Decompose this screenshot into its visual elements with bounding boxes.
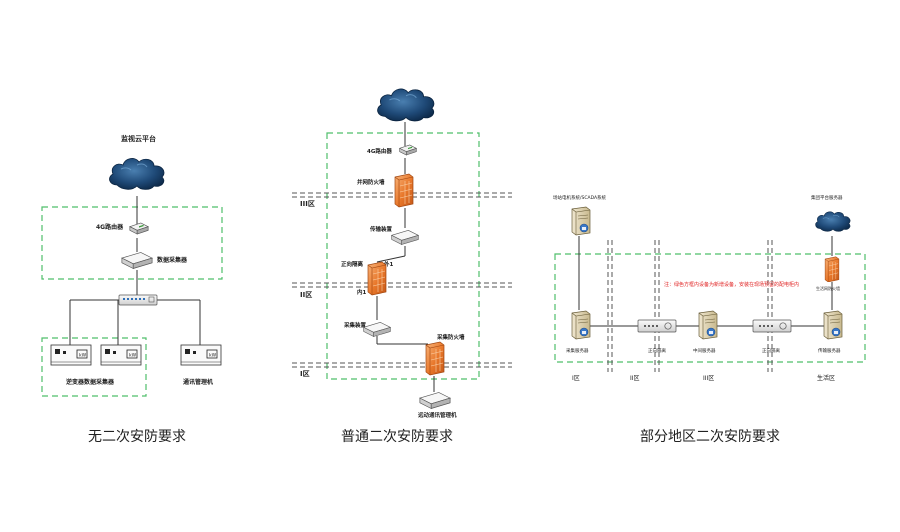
comm-manager-icon [180,344,222,366]
new-equipment-box [554,253,866,363]
acq-firewall-icon [425,341,445,376]
isolation-firewall-icon [367,261,387,296]
inverter-group-box [41,337,147,397]
transfer-device-icon [391,230,419,245]
switch-icon [118,294,158,306]
new-equipment-box [41,206,223,280]
middle-server-label: 中间服务器 [693,347,716,354]
panel-normal-security: 4G路由器 并网防火墙 III区 传输装置 正向隔离 外1 II区 内1 采集装… [292,88,512,419]
zone1-label: I区 [300,370,310,378]
collector-icon [121,252,153,269]
panel2-caption: 普通二次安防要求 [341,429,453,445]
acq-device-label: 采集装置 [343,321,367,329]
inner-port-label: 内1 [357,288,367,296]
group-platform-label: 集团平台服务器 [811,194,843,201]
inverter-meter-icon [100,344,142,366]
panel1-caption: 无二次安防要求 [88,429,186,445]
router-icon [129,222,149,235]
acq-firewall-label: 采集防火墙 [436,333,465,341]
cloud-icon [377,88,435,122]
comm-manager-label: 远动通讯管理机 [418,411,457,419]
router-label: 4G路由器 [96,223,124,231]
zone3-label: III区 [703,375,714,382]
transfer-label: 传输装置 [369,225,393,233]
inverter-group-label: 逆变器数据采集器 [66,378,115,386]
outer-port-label: 外1 [384,260,394,268]
comm-manager-label: 通讯管理机 [183,378,213,386]
firewall-top-label: 并网防火墙 [357,178,385,186]
zone-life-label: 生活区 [817,374,835,382]
isolation-device-icon [752,319,792,333]
panel-no-security: 监视云平台 4G路由器 数据采集器 逆变器数据采集器 通讯管理机 [41,134,223,397]
life-firewall-icon [824,256,840,282]
firewall-icon [394,173,414,208]
cloud-icon [815,211,851,232]
scada-label: 场站电机系统/SCADA系统 [553,194,607,201]
zone1-label: I区 [572,375,580,382]
acq-device-icon [363,322,391,337]
cloud-label: 监视云平台 [121,134,156,143]
transfer-server-icon [823,310,843,340]
zone2-label: II区 [630,375,640,382]
inverter-meter-icon [50,344,92,366]
middle-server-icon [698,310,718,340]
transfer-server-label: 传输服务器 [818,347,841,354]
firewall-label: 生活网防火墙 [816,285,840,291]
panel3-caption: 部分地区二次安防要求 [640,429,780,445]
collector-label: 数据采集器 [157,256,188,264]
equipment-note: 注：绿色方框内设备为新增设备，安装在现场预留的配电柜内 [664,281,799,288]
equipment-note-text: 注：绿色方框内设备为新增设备，安装在现场预留的配电柜内 [664,281,799,288]
acq-server-icon [571,310,591,340]
scada-server-icon [571,206,591,236]
isolation2-label: 正向隔离 [762,347,780,354]
zone3-label: III区 [300,200,315,208]
cloud-icon [108,157,165,191]
router-label: 4G路由器 [367,147,392,155]
zone2-label: II区 [300,291,312,299]
acq-server-label: 采集服务器 [566,347,589,354]
new-equipment-box [326,132,480,380]
isolation-device-icon [637,319,677,333]
panel-regional-security: 场站电机系统/SCADA系统 集团平台服务器 注：绿色方框内设备为新增设备，安装… [553,194,866,382]
forward-isolation-label: 正向隔离 [341,260,364,268]
router-icon [399,144,417,156]
isolation1-label: 正向隔离 [648,347,666,354]
comm-manager-icon [419,392,451,409]
